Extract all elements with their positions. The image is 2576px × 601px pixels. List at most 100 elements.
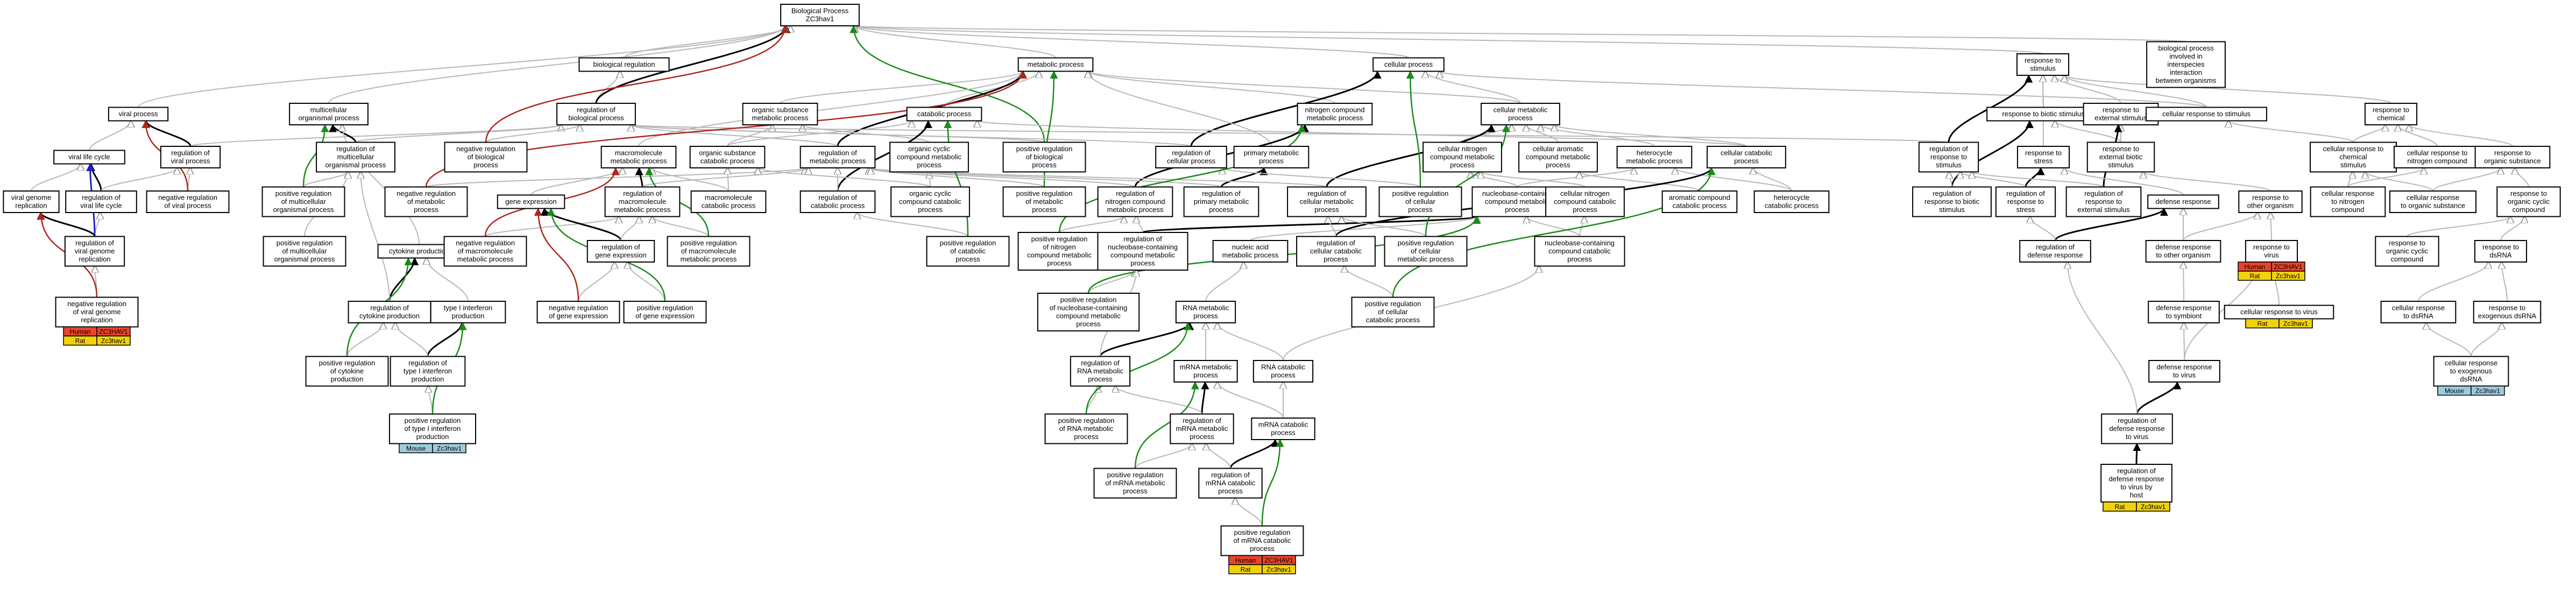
node-ge[interactable]: gene expression bbox=[497, 194, 565, 209]
node-cp[interactable]: cellular process bbox=[1372, 57, 1445, 72]
node-mp[interactable]: metabolic process bbox=[1017, 57, 1094, 72]
node-vlc[interactable]: viral life cycle bbox=[53, 150, 125, 165]
node-rtbs[interactable]: response to biotic stimulus bbox=[1986, 107, 2100, 122]
node-catp[interactable]: catabolic process bbox=[906, 107, 982, 122]
node-vpc[interactable]: viral process bbox=[108, 107, 169, 122]
node-br[interactable]: biological regulation bbox=[578, 57, 670, 72]
node-crts[interactable]: cellular response to stimulus bbox=[2146, 107, 2267, 122]
node-dr[interactable]: defense response bbox=[2147, 194, 2219, 209]
